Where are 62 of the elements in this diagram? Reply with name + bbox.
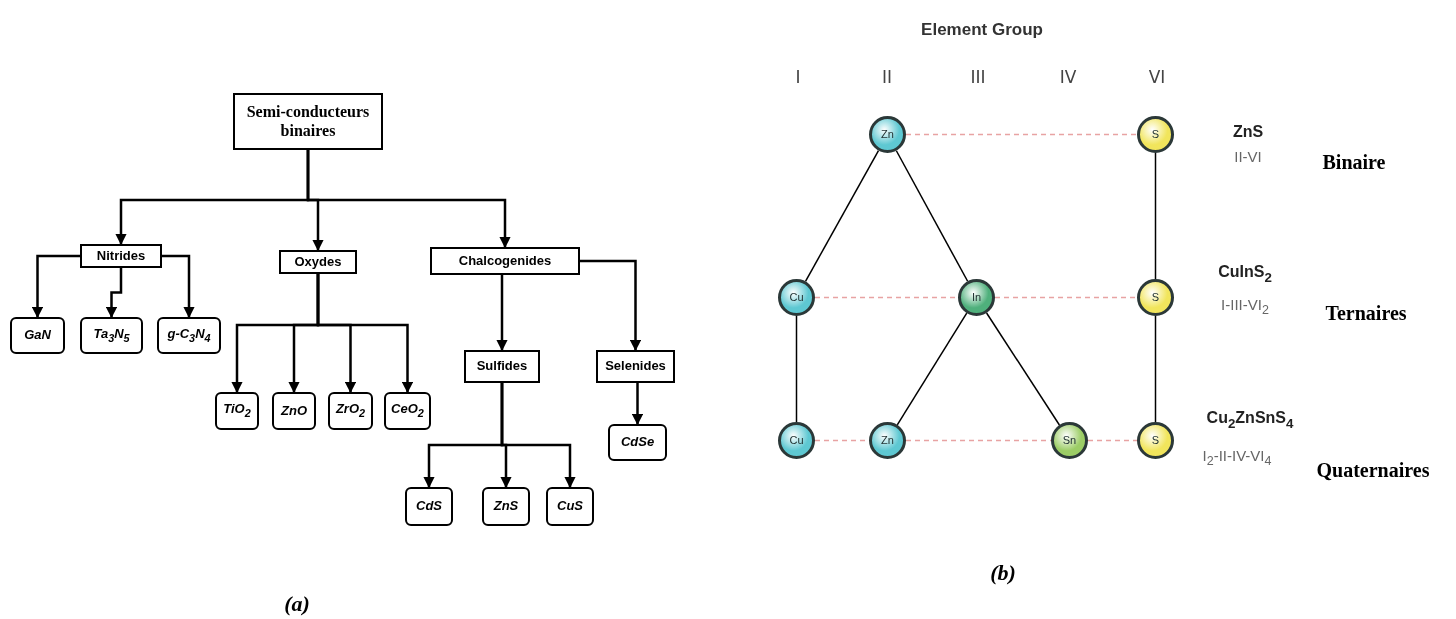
axis-heading: Element Group xyxy=(921,20,1043,40)
connector-arrow xyxy=(306,150,511,249)
category-box: Selenides xyxy=(596,350,675,383)
group-numeral: II xyxy=(882,67,892,87)
connector-line xyxy=(895,150,969,282)
group-numeral: I xyxy=(795,67,801,87)
category-box: Oxydes xyxy=(279,250,357,274)
material-box: ZnS xyxy=(482,487,530,526)
class-label: Binaire xyxy=(1322,150,1386,174)
connector-arrow xyxy=(105,268,123,319)
formula-label: ZnS xyxy=(1232,123,1264,141)
connector-arrow xyxy=(631,383,644,426)
connector-line xyxy=(985,312,1061,426)
formula-label: Cu$_{2}$ZnSnS$_{4}$ xyxy=(1206,409,1294,431)
group-formula-label: I$_{2}$-II-IV-VI$_{4}$ xyxy=(1202,446,1272,468)
material-box: ZrO$_{2}$ xyxy=(328,392,373,430)
category-box: Sulfides xyxy=(464,350,540,383)
element-circle: Cu xyxy=(778,279,815,316)
material-box: Ta$_{3}$N$_{5}$ xyxy=(80,317,143,354)
element-circle: S xyxy=(1137,279,1174,316)
group-formula-label: II-VI xyxy=(1234,147,1262,165)
category-box: Chalcogenides xyxy=(430,247,580,275)
material-box: ZnO xyxy=(272,392,316,430)
title-box: Semi-conducteurs binaires xyxy=(233,93,383,150)
connector-line xyxy=(1154,152,1157,280)
element-circle: Cu xyxy=(778,422,815,459)
class-label: Quaternaires xyxy=(1316,458,1430,482)
group-numeral: IV xyxy=(1059,67,1077,87)
group-numeral: VI xyxy=(1148,67,1166,87)
element-circle: S xyxy=(1137,422,1174,459)
category-box: Nitrides xyxy=(80,244,162,268)
class-label: Ternaires xyxy=(1325,301,1407,325)
connector-arrow xyxy=(580,259,642,352)
material-box: CdS xyxy=(405,487,453,526)
element-circle: Zn xyxy=(869,422,906,459)
connector-line xyxy=(1087,439,1138,442)
group-numeral: III xyxy=(970,67,986,87)
element-circle: Zn xyxy=(869,116,906,153)
panel-label: (b) xyxy=(990,560,1016,586)
material-box: GaN xyxy=(10,317,65,354)
connector-line xyxy=(1154,315,1157,423)
connector-line xyxy=(994,296,1138,299)
connector-line xyxy=(795,315,798,423)
connector-arrow xyxy=(162,254,195,319)
connector-arrow xyxy=(496,275,508,352)
material-box: g-C$_{3}$N$_{4}$ xyxy=(157,317,221,354)
formula-label: CuInS$_{2}$ xyxy=(1218,263,1272,285)
material-box: TiO$_{2}$ xyxy=(215,392,259,430)
element-circle: S xyxy=(1137,116,1174,153)
element-circle: In xyxy=(958,279,995,316)
material-box: CuS xyxy=(546,487,594,526)
connector-line xyxy=(896,312,968,426)
panel-label: (a) xyxy=(284,591,310,617)
connector-arrow xyxy=(316,274,414,394)
element-circle: Sn xyxy=(1051,422,1088,459)
material-box: CeO$_{2}$ xyxy=(384,392,431,430)
material-box: CdSe xyxy=(608,424,667,461)
connector-arrow xyxy=(500,383,576,489)
connector-line xyxy=(905,133,1138,136)
connector-arrow xyxy=(31,254,80,319)
connector-line xyxy=(804,149,880,283)
group-formula-label: I-III-VI$_{2}$ xyxy=(1221,295,1269,317)
